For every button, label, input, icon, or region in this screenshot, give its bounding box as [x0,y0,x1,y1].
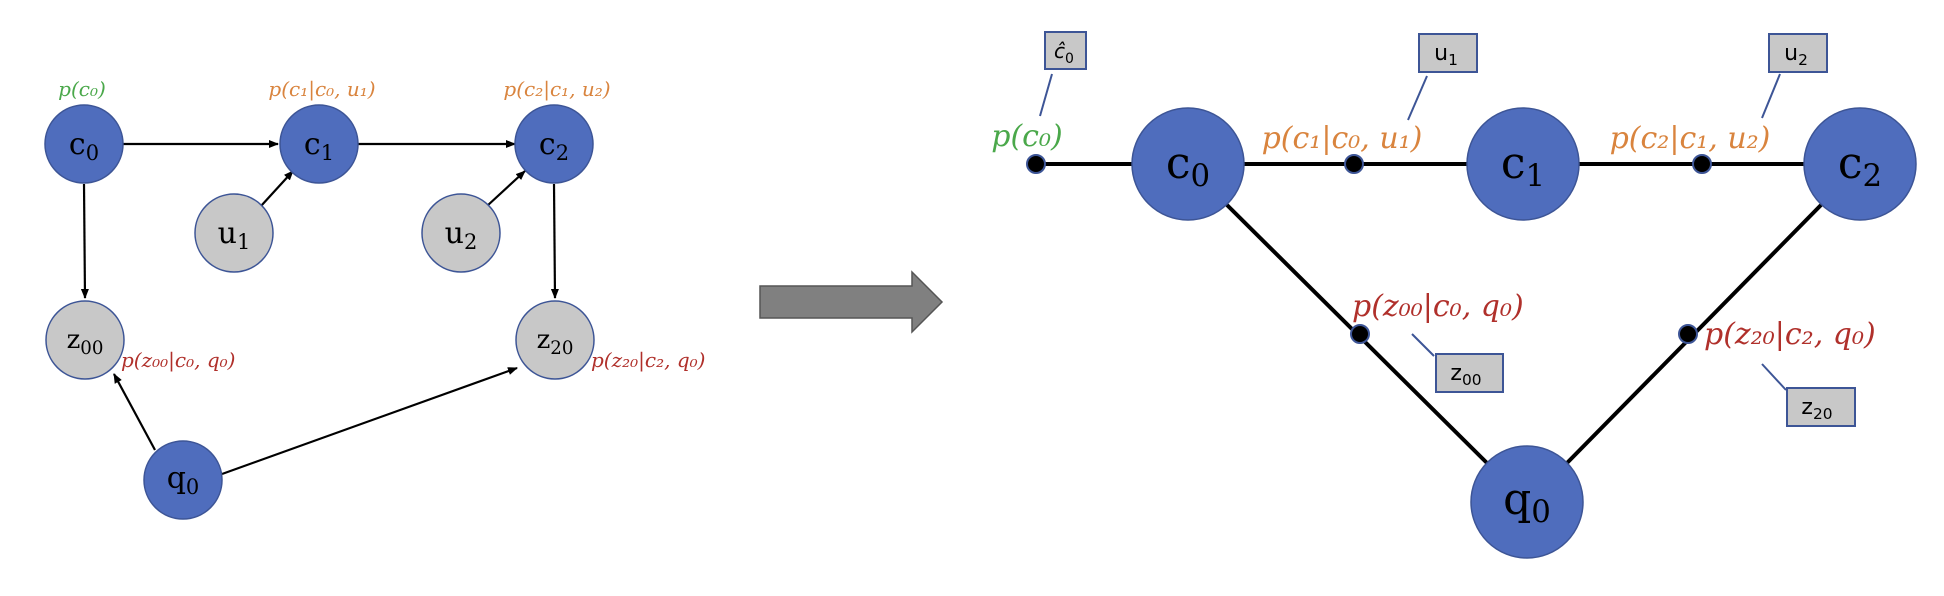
var-node-c1: c1 [1466,107,1580,221]
svg-text:c2: c2 [539,127,569,165]
box-u2: u2 [1768,33,1828,73]
factor-dot-prior [1026,154,1046,174]
connector-c0hat [1039,73,1053,117]
edge-u1-c1 [260,170,294,207]
factor-label-p-c2: p(c₂|c₁, u₂) [1610,121,1771,156]
label-p-z20: p(z₂₀|c₂, q₀) [591,348,705,373]
factor-label-p-z20: p(z₂₀|c₂, q₀) [1704,317,1876,352]
svg-text:u2: u2 [445,216,478,254]
node-u2: u2 [421,193,501,273]
label-p-c2: p(c₂|c₁, u₂) [503,77,610,102]
node-z00: z00 [45,300,125,380]
bayes-network: c0 c1 c2 u1 u2 z00 z20 q0 [44,77,705,520]
svg-text:u1: u1 [218,216,251,254]
svg-text:z20: z20 [1801,395,1832,423]
svg-text:u1: u1 [1434,41,1458,69]
var-node-q0: q0 [1470,445,1584,559]
box-z00: z00 [1435,353,1504,393]
connector-u1 [1407,75,1428,121]
box-c0hat: ĉ0 [1044,31,1087,70]
svg-text:c0: c0 [1166,138,1210,194]
edge-q0-z20 [221,366,518,476]
factor-dot-z00 [1350,324,1370,344]
svg-text:q0: q0 [167,461,200,499]
svg-text:q0: q0 [1503,474,1551,530]
svg-text:c1: c1 [304,127,334,165]
connector-z00 [1411,333,1435,357]
label-p-c0: p(c₀) [58,77,106,101]
edge-q0-z00 [113,373,156,451]
svg-text:z00: z00 [67,325,104,359]
factor-dot-c2 [1692,154,1712,174]
connector-u2 [1761,73,1781,119]
node-c2: c2 [514,104,594,184]
box-z20: z20 [1786,387,1856,427]
node-z20: z20 [515,300,595,380]
svg-text:c2: c2 [1838,138,1882,194]
svg-text:u2: u2 [1784,41,1808,69]
factor-label-p-c0: p(c₀) [991,119,1062,154]
factor-dot-z20 [1678,324,1698,344]
connector-z20 [1761,363,1787,391]
edge-c0-z00 [80,183,89,299]
factor-graph: c0 c1 c2 q0 ĉ0 u1 u2 z00 [991,31,1917,559]
node-c0: c0 [44,104,124,184]
svg-text:c0: c0 [69,127,99,165]
edge-c2-z20 [550,183,559,299]
node-u1: u1 [194,193,274,273]
svg-text:c1: c1 [1501,138,1545,194]
svg-text:z00: z00 [1450,361,1481,389]
factor-label-p-z00: p(z₀₀|c₀, q₀) [1352,289,1524,324]
factor-dot-c1 [1344,154,1364,174]
svg-text:ĉ0: ĉ0 [1054,39,1074,67]
transform-arrow [759,270,944,334]
edge-u2-c2 [486,170,526,207]
label-p-z00: p(z₀₀|c₀, q₀) [121,348,235,373]
svg-text:z20: z20 [537,325,574,359]
node-q0: q0 [143,440,223,520]
label-p-c1: p(c₁|c₀, u₁) [268,77,375,102]
node-c1: c1 [279,104,359,184]
var-node-c0: c0 [1131,107,1245,221]
box-u1: u1 [1418,33,1478,73]
var-node-c2: c2 [1803,107,1917,221]
factor-label-p-c1: p(c₁|c₀, u₁) [1262,121,1423,156]
